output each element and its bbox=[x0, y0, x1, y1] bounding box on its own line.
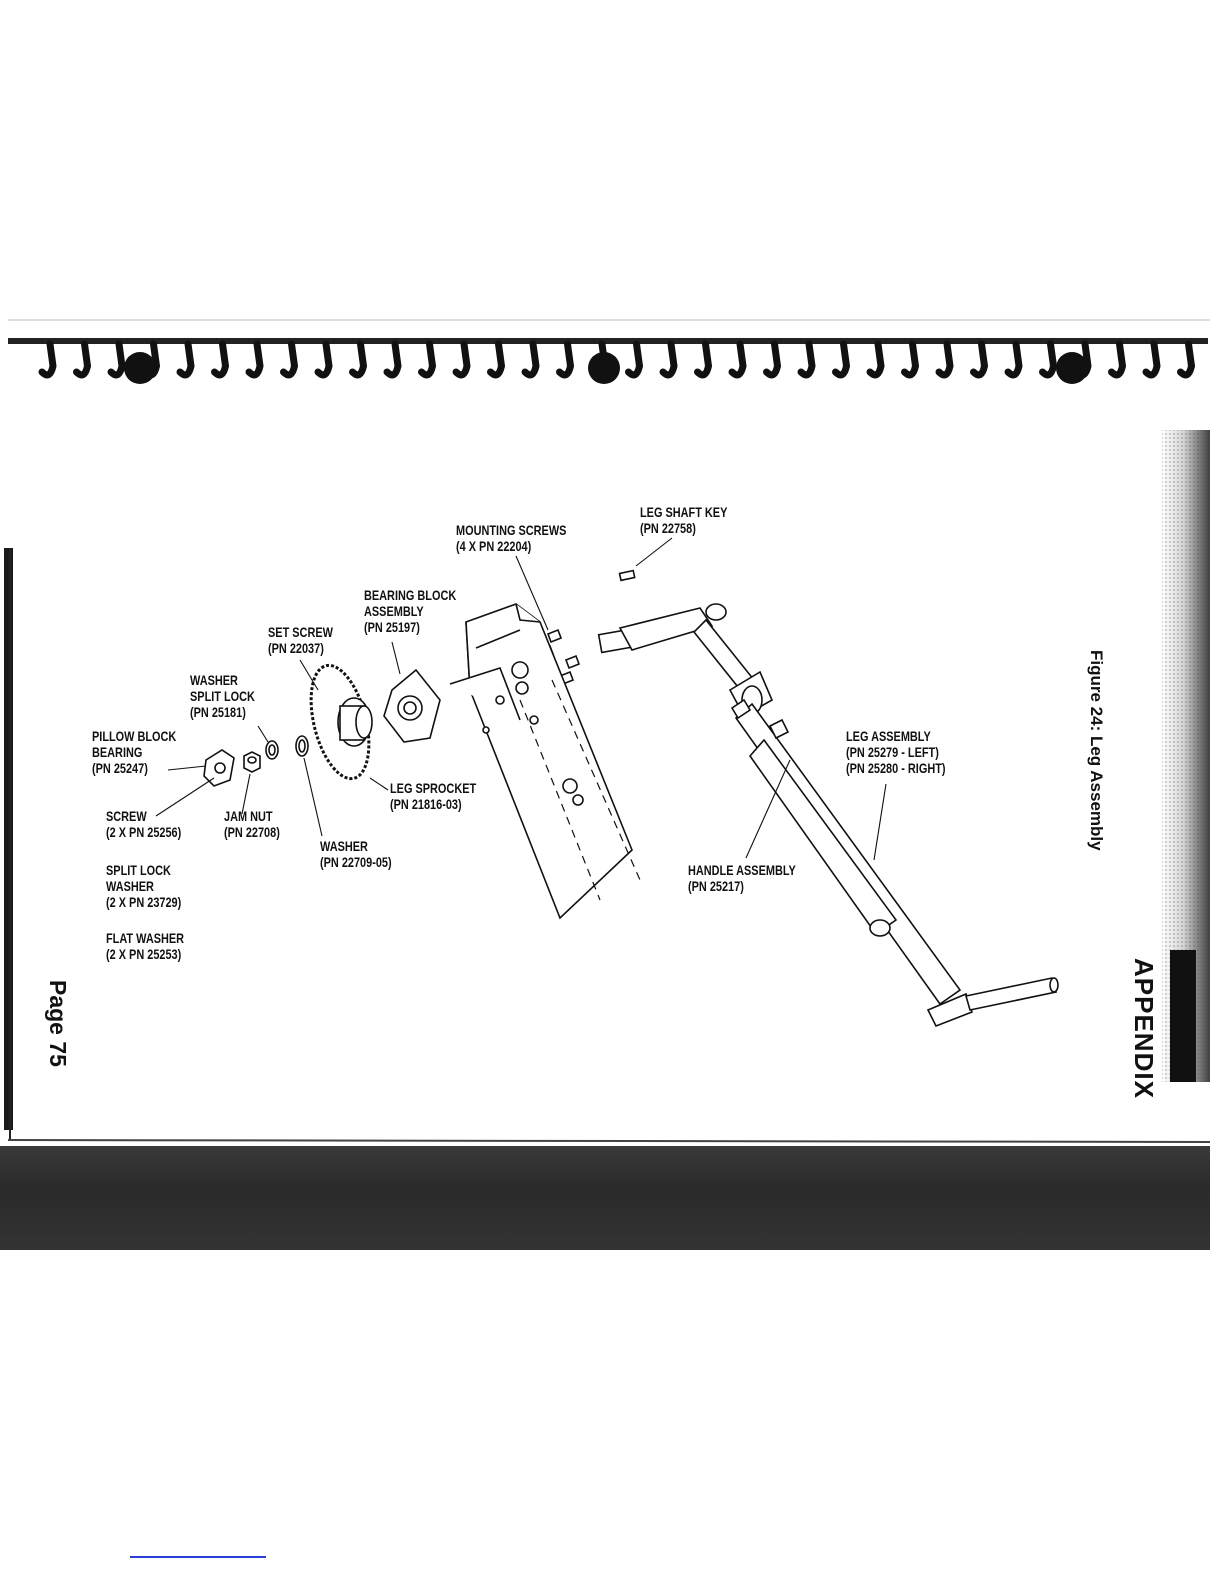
binding-coil bbox=[1039, 340, 1058, 379]
label-leg-sprocket: LEG SPROCKET(PN 21816-03) bbox=[390, 780, 477, 812]
spiral-binding bbox=[8, 338, 1208, 384]
binding-coil bbox=[73, 340, 92, 379]
section-heading: APPENDIX bbox=[1129, 958, 1159, 1099]
binding-coil bbox=[1142, 340, 1161, 379]
figure-title: Figure 24: Leg Assembly bbox=[1087, 650, 1106, 851]
binding-coil bbox=[763, 340, 782, 379]
page-border bbox=[4, 319, 1211, 1143]
binding-coil bbox=[314, 340, 333, 379]
binding-hole bbox=[588, 352, 620, 384]
pillow-block-part bbox=[203, 749, 235, 787]
binding-coil bbox=[349, 340, 368, 379]
label-leg-shaft-key: LEG SHAFT KEY(PN 22758) bbox=[640, 504, 728, 536]
binding-coil bbox=[797, 340, 816, 379]
label-set-screw: SET SCREW(PN 22037) bbox=[268, 624, 333, 656]
binding-bar bbox=[8, 338, 1208, 344]
binding-coil bbox=[659, 340, 678, 379]
binding-coil bbox=[625, 340, 644, 379]
binding-coil bbox=[383, 340, 402, 379]
binding-coil bbox=[452, 340, 471, 379]
appendix-tab bbox=[1162, 430, 1210, 1082]
binding-coil bbox=[211, 340, 230, 379]
leg-tube-part bbox=[597, 603, 1059, 1028]
binding-coil bbox=[176, 340, 195, 379]
binding-coil bbox=[1177, 340, 1196, 379]
binding-hole bbox=[1056, 352, 1088, 384]
leg-assembly-drawing bbox=[203, 569, 1059, 1028]
label-leg-assembly: LEG ASSEMBLY(PN 25279 - LEFT)(PN 25280 -… bbox=[846, 728, 946, 776]
bearing-block-part bbox=[383, 668, 441, 743]
label-mounting-screws: MOUNTING SCREWS(4 X PN 22204) bbox=[456, 522, 567, 554]
leg-sprocket-part bbox=[309, 663, 373, 781]
binding-coil bbox=[694, 340, 713, 379]
label-screw: SCREW(2 X PN 25256) bbox=[106, 808, 182, 840]
binding-coil bbox=[866, 340, 885, 379]
scan-shadow-band bbox=[0, 1146, 1210, 1250]
binding-coil bbox=[728, 340, 747, 379]
leg-shaft-key-part bbox=[618, 569, 636, 582]
jam-nut-part bbox=[243, 751, 261, 773]
page-number: Page 75 bbox=[45, 980, 71, 1067]
binding-coil bbox=[1108, 340, 1127, 379]
binding-hole bbox=[124, 352, 156, 384]
footer-rule bbox=[130, 1556, 266, 1558]
binding-coil bbox=[521, 340, 540, 379]
binding-coil bbox=[38, 340, 57, 379]
binding-coil bbox=[487, 340, 506, 379]
split-lock-washer-part bbox=[265, 740, 279, 760]
label-handle-assembly: HANDLE ASSEMBLY(PN 25217) bbox=[688, 862, 796, 894]
binding-coil bbox=[418, 340, 437, 379]
binding-coil bbox=[901, 340, 920, 379]
binding-coil bbox=[245, 340, 264, 379]
binding-coil bbox=[107, 340, 126, 379]
binding-coil bbox=[556, 340, 575, 379]
frame-housing-part bbox=[449, 603, 641, 920]
binding-coil bbox=[935, 340, 954, 379]
binding-coil bbox=[970, 340, 989, 379]
label-washer: WASHER(PN 22709-05) bbox=[320, 838, 392, 870]
binding-coil bbox=[832, 340, 851, 379]
label-flat-washer: FLAT WASHER(2 X PN 25253) bbox=[106, 930, 185, 962]
label-jam-nut: JAM NUT(PN 22708) bbox=[224, 808, 280, 840]
binding-coil bbox=[1004, 340, 1023, 379]
leader-lines bbox=[155, 537, 887, 861]
binding-coil bbox=[280, 340, 299, 379]
washer-part bbox=[295, 735, 309, 757]
